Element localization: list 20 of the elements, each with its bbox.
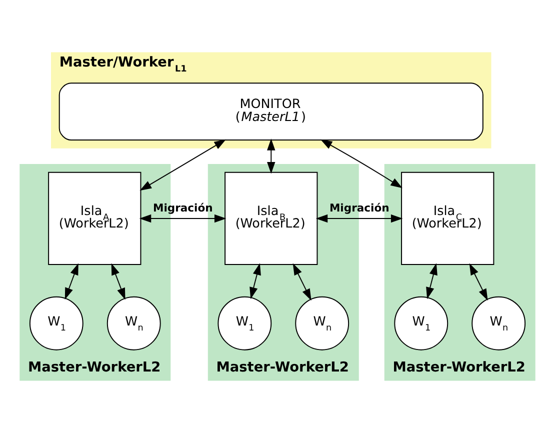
- arrow: [267, 138, 276, 174]
- arrow: [64, 262, 78, 300]
- arrow: [426, 262, 438, 299]
- edge-label: Migración: [152, 200, 213, 214]
- node-circle: W$_{1}$: [218, 296, 272, 350]
- node-circle: W$_{1}$: [29, 296, 84, 350]
- arrow: [250, 262, 261, 299]
- arrow: [292, 262, 312, 300]
- node-box: Isla$_{A}$ (WorkerL2): [48, 171, 142, 265]
- node-circle: W$_{1}$: [394, 296, 448, 350]
- arrow: [140, 138, 226, 190]
- node-circle: W$_{n}$: [295, 296, 350, 350]
- arrow: [320, 138, 402, 188]
- node-box: Isla$_{B}$ (WorkerL2): [224, 171, 318, 265]
- arrow: [469, 262, 488, 300]
- node-circle: W$_{n}$: [106, 296, 161, 350]
- arrow: [111, 262, 126, 300]
- node-circle: W$_{n}$: [472, 296, 526, 350]
- node-box: MONITOR (MasterL1): [58, 82, 484, 140]
- node-box: Isla$_{C}$ (WorkerL2): [401, 171, 494, 265]
